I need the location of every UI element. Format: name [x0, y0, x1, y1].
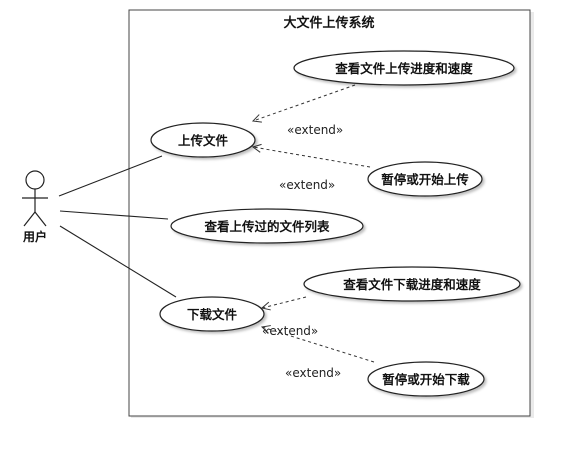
- use-case-label: 查看上传过的文件列表: [203, 219, 330, 234]
- extend-relations: [253, 84, 375, 363]
- use-case-label: 暂停或开始下载: [382, 372, 470, 387]
- actor-label: 用户: [22, 229, 47, 244]
- extend-line-download-progress: [262, 296, 307, 308]
- associations: [58, 155, 177, 298]
- use-case-label: 暂停或开始上传: [381, 172, 469, 187]
- use-case-view-upload-progress[interactable]: 查看文件上传进度和速度: [293, 50, 515, 86]
- use-case-label: 查看文件下载进度和速度: [342, 277, 481, 292]
- association-upload: [58, 155, 163, 197]
- use-case-label: 查看文件上传进度和速度: [334, 61, 473, 76]
- extend-label: «extend»: [262, 324, 318, 338]
- use-case-upload[interactable]: 上传文件: [150, 122, 256, 158]
- extend-label: «extend»: [285, 366, 341, 380]
- use-case-label: 上传文件: [178, 133, 229, 148]
- extend-line-download-pause: [262, 327, 375, 363]
- association-download: [59, 225, 177, 298]
- use-case-download[interactable]: 下载文件: [159, 296, 265, 332]
- extend-label: «extend»: [287, 123, 343, 137]
- extend-line-upload-progress: [253, 84, 356, 121]
- actor-user[interactable]: [22, 170, 48, 227]
- extend-label: «extend»: [279, 178, 335, 192]
- association-uploaded-list: [59, 210, 169, 220]
- system-title: 大文件上传系统: [283, 15, 374, 31]
- use-case-view-uploaded-list[interactable]: 查看上传过的文件列表: [170, 208, 364, 244]
- extend-line-upload-pause: [253, 147, 371, 168]
- use-case-pause-start-upload[interactable]: 暂停或开始上传: [367, 161, 483, 197]
- use-case-pause-start-download[interactable]: 暂停或开始下载: [367, 361, 485, 397]
- actor-left-leg: [23, 211, 36, 227]
- actor-head: [25, 170, 45, 190]
- use-case-view-download-progress[interactable]: 查看文件下载进度和速度: [303, 266, 521, 302]
- use-case-label: 下载文件: [187, 307, 238, 322]
- actor-right-leg: [34, 211, 47, 227]
